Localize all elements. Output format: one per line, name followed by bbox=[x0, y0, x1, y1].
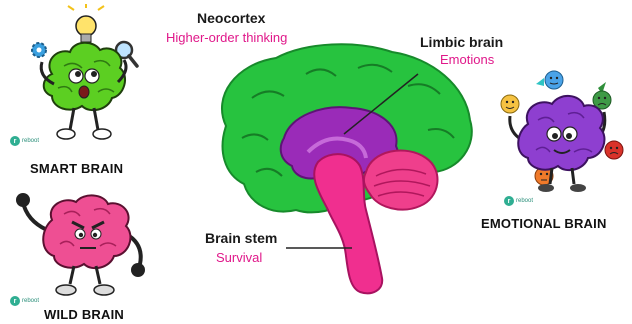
neocortex-title: Neocortex bbox=[197, 10, 265, 26]
happy-face-icon bbox=[501, 95, 519, 113]
wild-brain-illustration bbox=[8, 186, 158, 302]
brainstem-subtitle: Survival bbox=[216, 250, 262, 265]
smart-brain-label: SMART BRAIN bbox=[30, 161, 123, 176]
angry-face-icon bbox=[605, 141, 623, 159]
reboot-logo-icon: r bbox=[504, 196, 514, 206]
calm-face-icon bbox=[536, 71, 563, 89]
reboot-logo-wild: r reboot bbox=[10, 296, 39, 306]
emotional-brain-label: EMOTIONAL BRAIN bbox=[481, 216, 607, 231]
gear-icon bbox=[32, 43, 46, 57]
limbic-title: Limbic brain bbox=[420, 34, 503, 50]
cerebellum-region bbox=[364, 150, 438, 209]
lightbulb-icon bbox=[68, 4, 104, 42]
reboot-logo-smart: r reboot bbox=[10, 136, 39, 146]
sad-face-icon bbox=[593, 82, 611, 109]
reboot-logo-icon: r bbox=[10, 296, 20, 306]
emotional-brain-illustration bbox=[488, 64, 632, 198]
reboot-logo-icon: r bbox=[10, 136, 20, 146]
neocortex-subtitle: Higher-order thinking bbox=[166, 30, 287, 45]
brainstem-title: Brain stem bbox=[205, 230, 277, 246]
reboot-logo-emotional: r reboot bbox=[504, 196, 533, 206]
limbic-subtitle: Emotions bbox=[440, 52, 494, 67]
smart-brain-illustration bbox=[24, 4, 144, 154]
wild-brain-label: WILD BRAIN bbox=[44, 307, 124, 322]
